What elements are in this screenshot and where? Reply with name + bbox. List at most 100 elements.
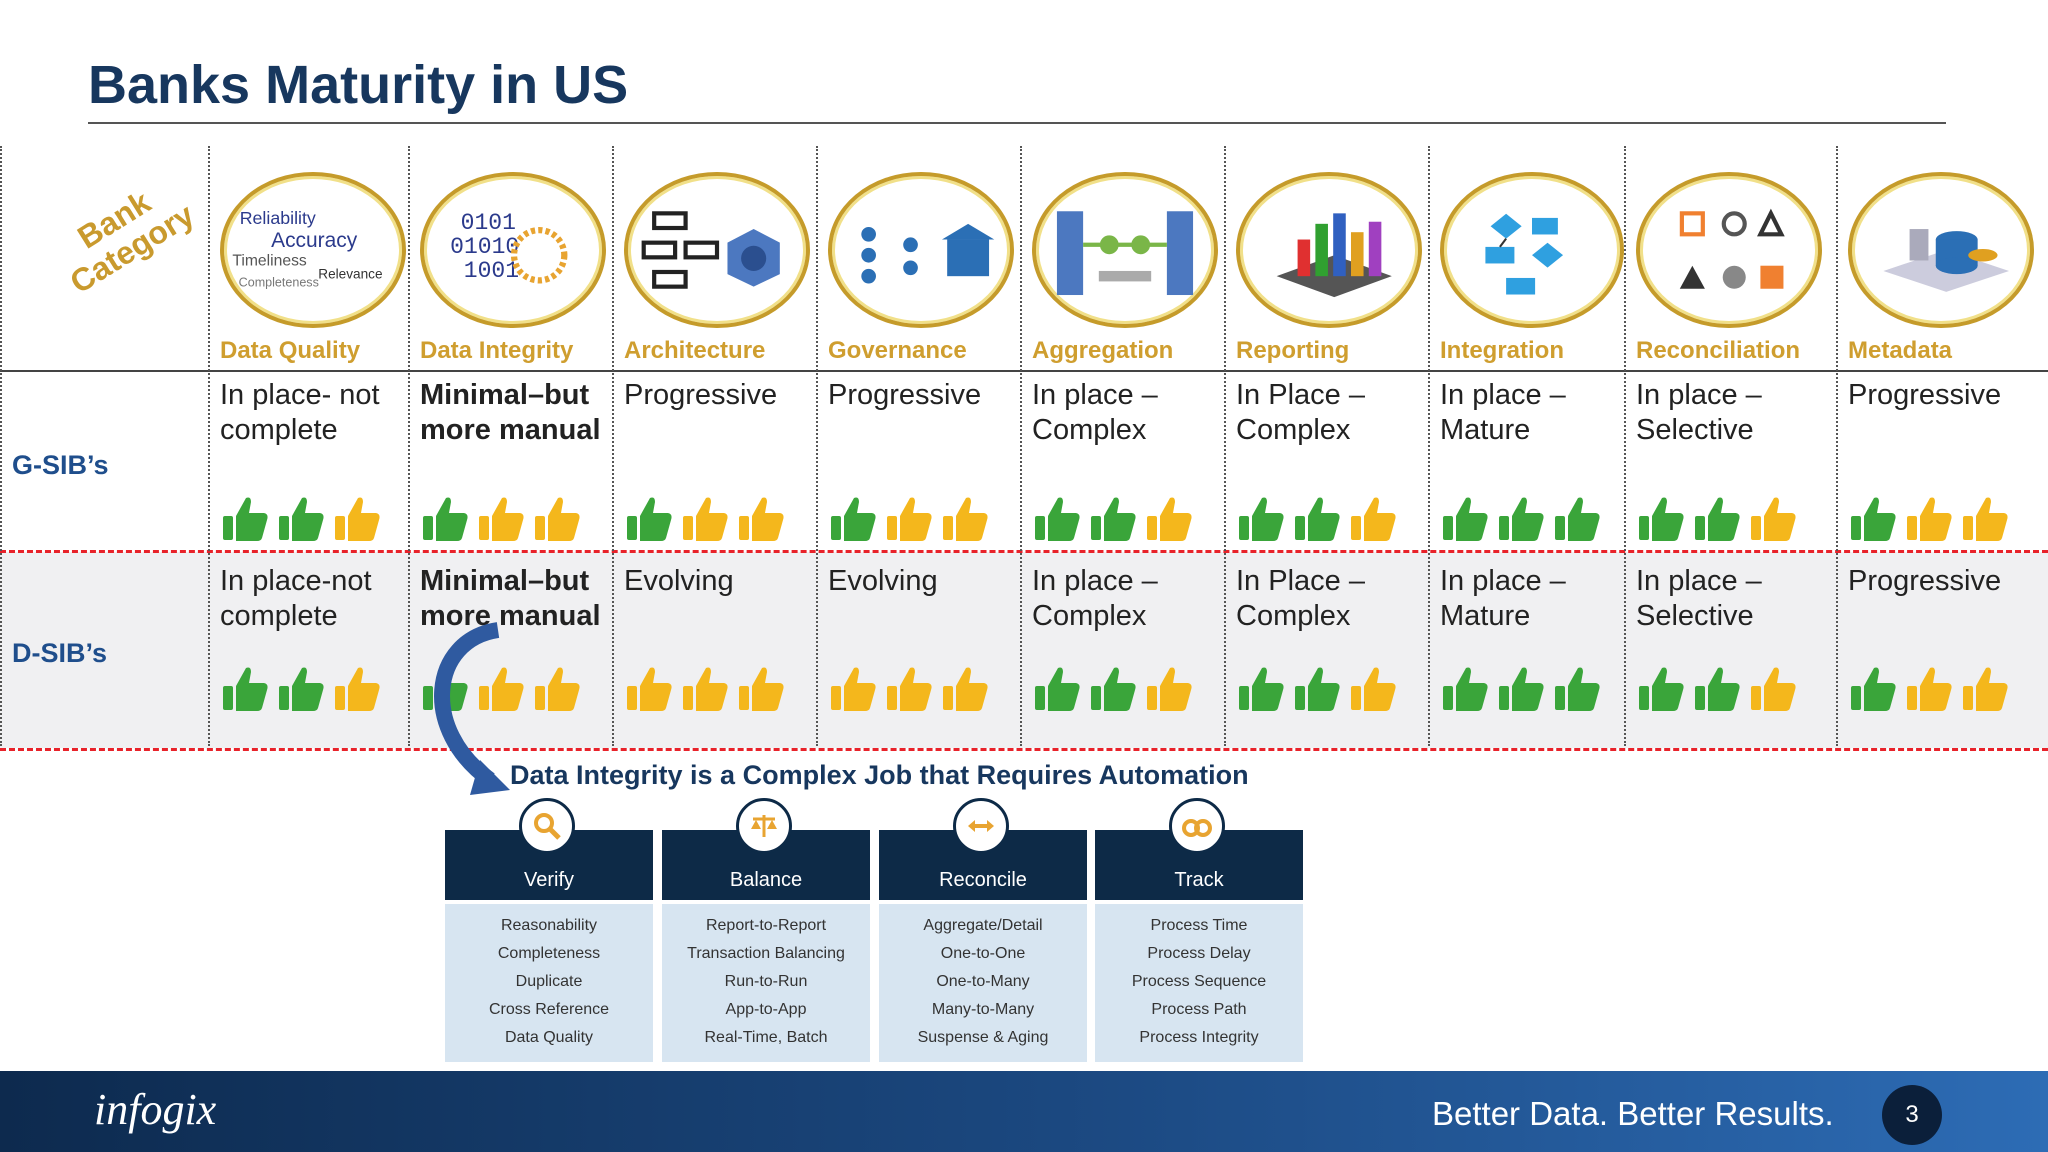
thumbs-up-icon	[1496, 664, 1546, 714]
thumbs-up-icon	[1904, 494, 1954, 544]
svg-text:Reliability: Reliability	[240, 208, 316, 228]
thumbs-up-icon	[1032, 494, 1082, 544]
thumbs-up-icon	[1748, 494, 1798, 544]
thumbs-up-icon	[1692, 494, 1742, 544]
thumbs-up-icon	[1692, 664, 1742, 714]
panel-label: Verify	[523, 869, 575, 891]
panel-item: Report-to-Report	[705, 917, 827, 934]
panel-header: Balance	[662, 798, 870, 900]
panel-item: Completeness	[497, 945, 601, 962]
gsib-thumbs-4	[1032, 494, 1194, 544]
svg-text:Completeness: Completeness	[239, 276, 319, 290]
column-divider	[612, 146, 614, 746]
thumbs-up-icon	[828, 494, 878, 544]
thumbs-up-icon	[828, 664, 878, 714]
column-header-8: Metadata	[1848, 337, 1953, 364]
gsib-cell-6: In place – Mature	[1440, 379, 1566, 446]
column-divider	[1020, 146, 1022, 746]
scales-icon	[736, 798, 792, 854]
gsib-thumbs-6	[1440, 494, 1602, 544]
thumbs-up-icon	[1960, 664, 2010, 714]
gsib-cell-1: Minimal–but more manual	[420, 379, 601, 446]
thumbs-up-icon	[220, 664, 270, 714]
gsib-divider	[0, 550, 2048, 553]
infogix-logo: infogix	[94, 1085, 217, 1134]
thumbs-up-icon	[1144, 664, 1194, 714]
panel-item: Suspense & Aging	[917, 1029, 1049, 1046]
column-divider	[1624, 146, 1626, 746]
thumbs-up-icon	[884, 494, 934, 544]
dsib-cell-3: Evolving	[828, 565, 938, 597]
footer-bar	[0, 1071, 2048, 1152]
gsib-thumbs-8	[1848, 494, 2010, 544]
panel-item: One-to-One	[940, 945, 1026, 962]
gsib-cell-7: In place – Selective	[1636, 379, 1762, 446]
panel-item: Process Integrity	[1139, 1029, 1259, 1046]
thumbs-up-icon	[276, 664, 326, 714]
panel-item: Duplicate	[515, 973, 583, 990]
thumbs-up-icon	[1904, 664, 1954, 714]
dsib-thumbs-5	[1236, 664, 1398, 714]
thumbs-up-icon	[1236, 664, 1286, 714]
gsib-thumbs-2	[624, 494, 786, 544]
gsib-cell-4: In place – Complex	[1032, 379, 1158, 446]
header-divider	[0, 370, 2048, 372]
panel-item: Many-to-Many	[931, 1001, 1035, 1018]
gsib-cell-8: Progressive	[1848, 379, 2002, 411]
thumbs-up-icon	[1848, 494, 1898, 544]
thumbs-up-icon	[1440, 494, 1490, 544]
panel-item: Process Path	[1151, 1001, 1247, 1018]
column-divider	[1224, 146, 1226, 746]
gsib-thumbs-1	[420, 494, 582, 544]
thumbs-up-icon	[1088, 494, 1138, 544]
panel-label: Balance	[729, 869, 803, 891]
thumbs-up-icon	[332, 664, 382, 714]
magnifier-icon	[519, 798, 575, 854]
thumbs-up-icon	[1552, 494, 1602, 544]
thumbs-up-icon	[1440, 664, 1490, 714]
column-divider	[208, 146, 210, 746]
reconciliation-shapes-icon	[1636, 172, 1822, 328]
panel-item: App-to-App	[725, 1001, 807, 1018]
double-arrow-icon	[953, 798, 1009, 854]
dsib-thumbs-8	[1848, 664, 2010, 714]
panel-header: Verify	[445, 798, 653, 900]
dsib-thumbs-0	[220, 664, 382, 714]
gsib-thumbs-3	[828, 494, 990, 544]
svg-text:0101: 0101	[461, 210, 516, 236]
thumbs-up-icon	[532, 664, 582, 714]
architecture-diagram-icon	[624, 172, 810, 328]
panel-label: Reconcile	[939, 869, 1027, 891]
dsib-thumbs-7	[1636, 664, 1798, 714]
thumbs-up-icon	[624, 664, 674, 714]
panel-label: Track	[1174, 869, 1224, 891]
page-title: Banks Maturity in US	[88, 55, 629, 115]
thumbs-up-icon	[476, 664, 526, 714]
thumbs-up-icon	[680, 494, 730, 544]
column-divider	[816, 146, 818, 746]
thumbs-up-icon	[1292, 664, 1342, 714]
dsib-cell-8: Progressive	[1848, 565, 2002, 597]
thumbs-up-icon	[1848, 664, 1898, 714]
svg-text:Relevance: Relevance	[318, 266, 382, 281]
panel-header: Reconcile	[879, 798, 1087, 900]
panel-item: Transaction Balancing	[687, 945, 845, 962]
column-divider	[1428, 146, 1430, 746]
dsib-row-background	[0, 552, 2048, 748]
gsib-cell-3: Progressive	[828, 379, 982, 411]
binoculars-icon	[1169, 798, 1225, 854]
curved-arrow-icon	[434, 622, 510, 795]
gsib-cell-0: In place- not complete	[220, 379, 380, 446]
title-rule	[88, 122, 1946, 124]
thumbs-up-icon	[1348, 664, 1398, 714]
governance-building-icon	[828, 172, 1014, 328]
gsib-cell-5: In Place – Complex	[1236, 379, 1365, 446]
column-header-2: Architecture	[624, 337, 766, 364]
panel-item: Reasonability	[500, 917, 598, 934]
